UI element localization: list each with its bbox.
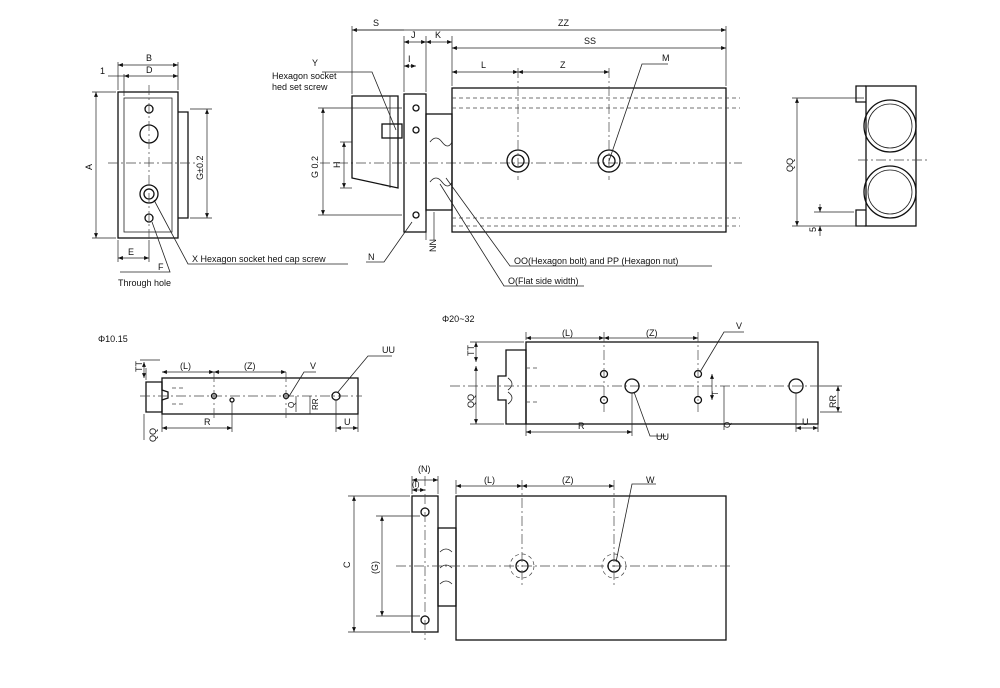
callout-hex-set-2: hed set screw bbox=[272, 82, 328, 92]
dim-z: Z bbox=[560, 60, 566, 70]
side-neck-block bbox=[425, 113, 453, 211]
callout-hex-set-1: Hexagon socket bbox=[272, 71, 337, 81]
bottom-i: (I) bbox=[412, 480, 420, 489]
detail-large-u: U bbox=[802, 417, 809, 427]
bottom-view: (N) (I) (L) (Z) W C (G) bbox=[342, 464, 730, 641]
detail-small-u: U bbox=[344, 417, 351, 427]
detail-large-v: V bbox=[736, 321, 742, 331]
detail-small-l: (L) bbox=[180, 361, 191, 371]
dim-zz: ZZ bbox=[558, 18, 569, 28]
detail-small-rr: RR bbox=[311, 398, 320, 410]
bottom-cylinder-body bbox=[455, 495, 727, 641]
side-jaw bbox=[351, 95, 399, 189]
end-bore-top bbox=[863, 99, 917, 153]
bottom-c: C bbox=[342, 561, 352, 568]
detail-small-v: V bbox=[310, 361, 316, 371]
dim-i: I bbox=[408, 54, 411, 64]
dim-nn: NN bbox=[428, 239, 438, 252]
detail-small-qq: QQ bbox=[148, 428, 158, 442]
front-side-step bbox=[178, 111, 189, 219]
detail-small: Φ10.15 (L) (Z) V UU TT QQ Q RR R bbox=[98, 334, 395, 442]
front-inner-outline bbox=[123, 97, 173, 233]
dim-ss: SS bbox=[584, 36, 596, 46]
detail-large-z: (Z) bbox=[646, 328, 658, 338]
front-body-outline bbox=[117, 91, 179, 239]
bottom-w: W bbox=[646, 475, 655, 485]
side-set-screw bbox=[381, 123, 403, 139]
bottom-neck bbox=[437, 527, 457, 607]
dim-a: A bbox=[84, 164, 94, 170]
bottom-l: (L) bbox=[484, 475, 495, 485]
callout-f: F bbox=[158, 262, 164, 272]
detail-small-uu: UU bbox=[382, 345, 395, 355]
detail-large-uu: UU bbox=[656, 432, 669, 442]
dim-h: H bbox=[332, 162, 342, 169]
callout-o: O(Flat side width) bbox=[508, 276, 579, 286]
detail-small-q: Q bbox=[287, 402, 296, 408]
detail-large-t: T bbox=[711, 391, 720, 396]
dim-k: K bbox=[435, 30, 441, 40]
callout-y: Y bbox=[312, 58, 318, 68]
front-view: B D 1 A G±0.2 E X Hexagon socket hed cap… bbox=[84, 53, 348, 288]
end-bore-bottom bbox=[863, 165, 917, 219]
detail-large-body bbox=[525, 341, 819, 425]
callout-m: M bbox=[662, 53, 670, 63]
callout-through-hole: Through hole bbox=[118, 278, 171, 288]
dim-g: G±0.2 bbox=[195, 156, 205, 180]
end-body bbox=[865, 85, 917, 227]
dim-l: L bbox=[481, 60, 486, 70]
dim-b: B bbox=[146, 53, 152, 63]
detail-small-z: (Z) bbox=[244, 361, 256, 371]
detail-small-title: Φ10.15 bbox=[98, 334, 128, 344]
callout-x: X Hexagon socket hed cap screw bbox=[192, 254, 326, 264]
callout-n: N bbox=[368, 252, 375, 262]
dim-1: 1 bbox=[100, 66, 105, 76]
detail-large-qq: QQ bbox=[466, 394, 476, 408]
bottom-g: (G) bbox=[370, 561, 380, 574]
detail-large-l: (L) bbox=[562, 328, 573, 338]
dim-s: S bbox=[373, 18, 379, 28]
dim-qq: QQ bbox=[785, 158, 795, 172]
detail-small-tt: TT bbox=[134, 361, 144, 372]
detail-large-r: R bbox=[578, 421, 585, 431]
detail-large-rr: RR bbox=[828, 395, 838, 408]
bottom-n: (N) bbox=[418, 464, 431, 474]
side-view: ZZ S J K SS L Z I M G 0.2 H Y Hexagon so… bbox=[272, 18, 742, 287]
detail-small-r: R bbox=[204, 417, 211, 427]
dim-5: 5 bbox=[808, 227, 818, 232]
dim-d: D bbox=[146, 65, 153, 75]
dim-g-side: G 0.2 bbox=[310, 156, 320, 178]
detail-large-q: Q bbox=[723, 422, 732, 428]
callout-oo-pp: OO(Hexagon bolt) and PP (Hexagon nut) bbox=[514, 256, 678, 266]
dim-e: E bbox=[128, 247, 134, 257]
detail-large: Φ20~32 (L) (Z) V TT QQ T Q RR bbox=[442, 314, 842, 442]
side-cylinder-body bbox=[451, 87, 727, 233]
bottom-z: (Z) bbox=[562, 475, 574, 485]
detail-large-title: Φ20~32 bbox=[442, 314, 474, 324]
detail-large-end bbox=[497, 349, 527, 425]
detail-small-end bbox=[145, 381, 169, 413]
detail-large-tt: TT bbox=[466, 345, 476, 356]
end-view: QQ 5 bbox=[785, 85, 928, 236]
dim-j: J bbox=[411, 30, 416, 40]
